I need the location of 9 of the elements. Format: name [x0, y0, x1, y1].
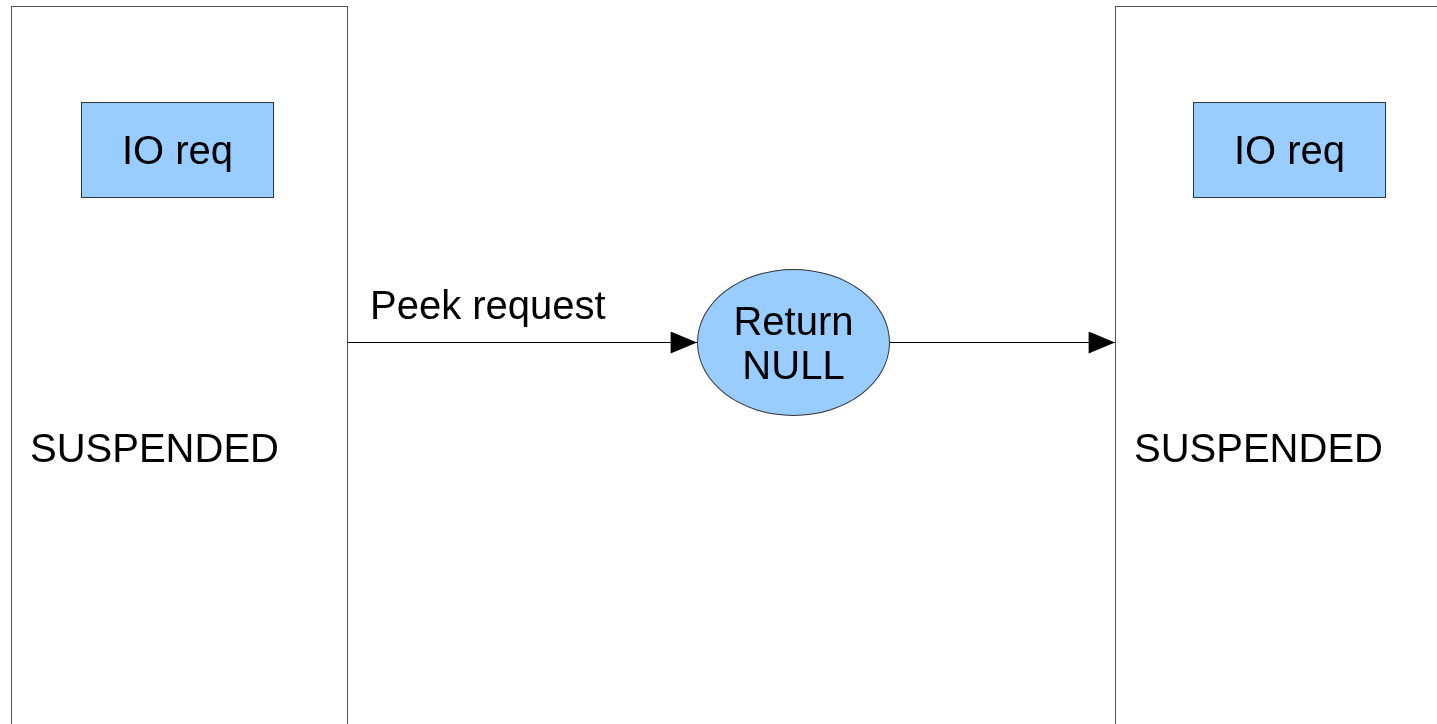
state-label: SUSPENDED — [1134, 425, 1383, 471]
arrow — [347, 331, 698, 354]
return-ellipse: Return NULL — [697, 269, 890, 416]
state-panel — [11, 6, 348, 724]
request-box: IO req — [81, 102, 274, 198]
request-box: IO req — [1193, 102, 1386, 198]
arrow — [889, 331, 1116, 354]
state-label: SUSPENDED — [30, 425, 279, 471]
state-panel — [1115, 6, 1437, 724]
